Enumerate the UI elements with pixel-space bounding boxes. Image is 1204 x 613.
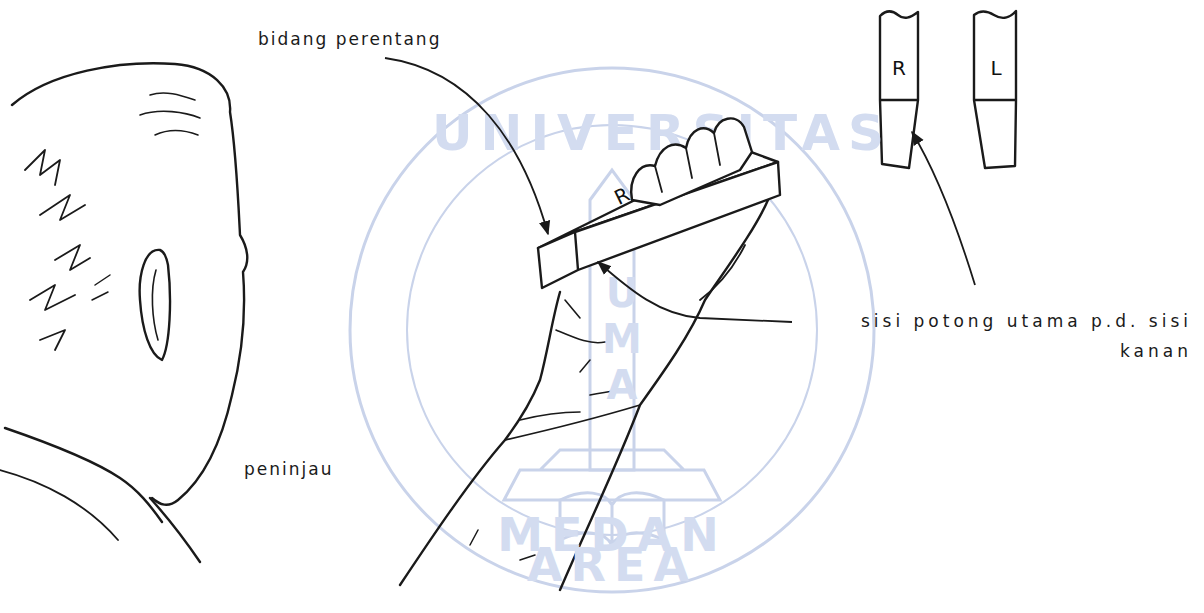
tool-bit-held: R — [530, 140, 790, 300]
part-label: bidang perentang — [258, 24, 478, 54]
tool-edge — [538, 162, 780, 288]
tool-letter: R — [878, 56, 920, 80]
hair-stroke — [140, 93, 200, 135]
thumb-crease — [700, 245, 745, 300]
collar-line — [0, 470, 118, 540]
watermark-logo — [350, 68, 874, 592]
finger-group — [631, 118, 752, 205]
watermark-text: UMA — [600, 270, 644, 408]
watermark-text: MEDAN AREA — [432, 520, 792, 580]
tool-bit-right: R — [878, 8, 920, 173]
fingers — [631, 118, 752, 205]
hair-stroke — [25, 150, 90, 350]
part-label: peninjau — [244, 454, 384, 484]
watermark-text: UNIVERSITAS — [432, 118, 792, 148]
tool-outline — [878, 8, 920, 173]
leader-arrow — [912, 132, 975, 285]
tool-letter: L — [972, 56, 1020, 80]
tool-face — [880, 11, 918, 168]
finger-line — [655, 133, 720, 192]
watermark-ring — [350, 68, 874, 592]
leader-lines — [385, 58, 975, 322]
tool-edge — [974, 99, 1016, 101]
observer-head — [0, 63, 247, 562]
tool-outline — [530, 140, 790, 300]
hair-stroke — [92, 275, 110, 300]
tool-edge — [880, 99, 918, 101]
leader-arrow — [598, 262, 792, 322]
tool-face — [974, 11, 1016, 168]
palm-line — [556, 300, 605, 343]
head-outline — [12, 63, 247, 505]
tool-bit-left: L — [970, 8, 1020, 173]
wrist-crease — [505, 405, 640, 440]
leader-arrow — [385, 58, 548, 234]
ear — [140, 250, 170, 360]
ear-inner — [152, 270, 158, 340]
neck-line — [150, 498, 200, 562]
part-label: sisi potong utama p.d. sisi kanan — [790, 306, 1192, 366]
tool-outline — [970, 8, 1020, 173]
